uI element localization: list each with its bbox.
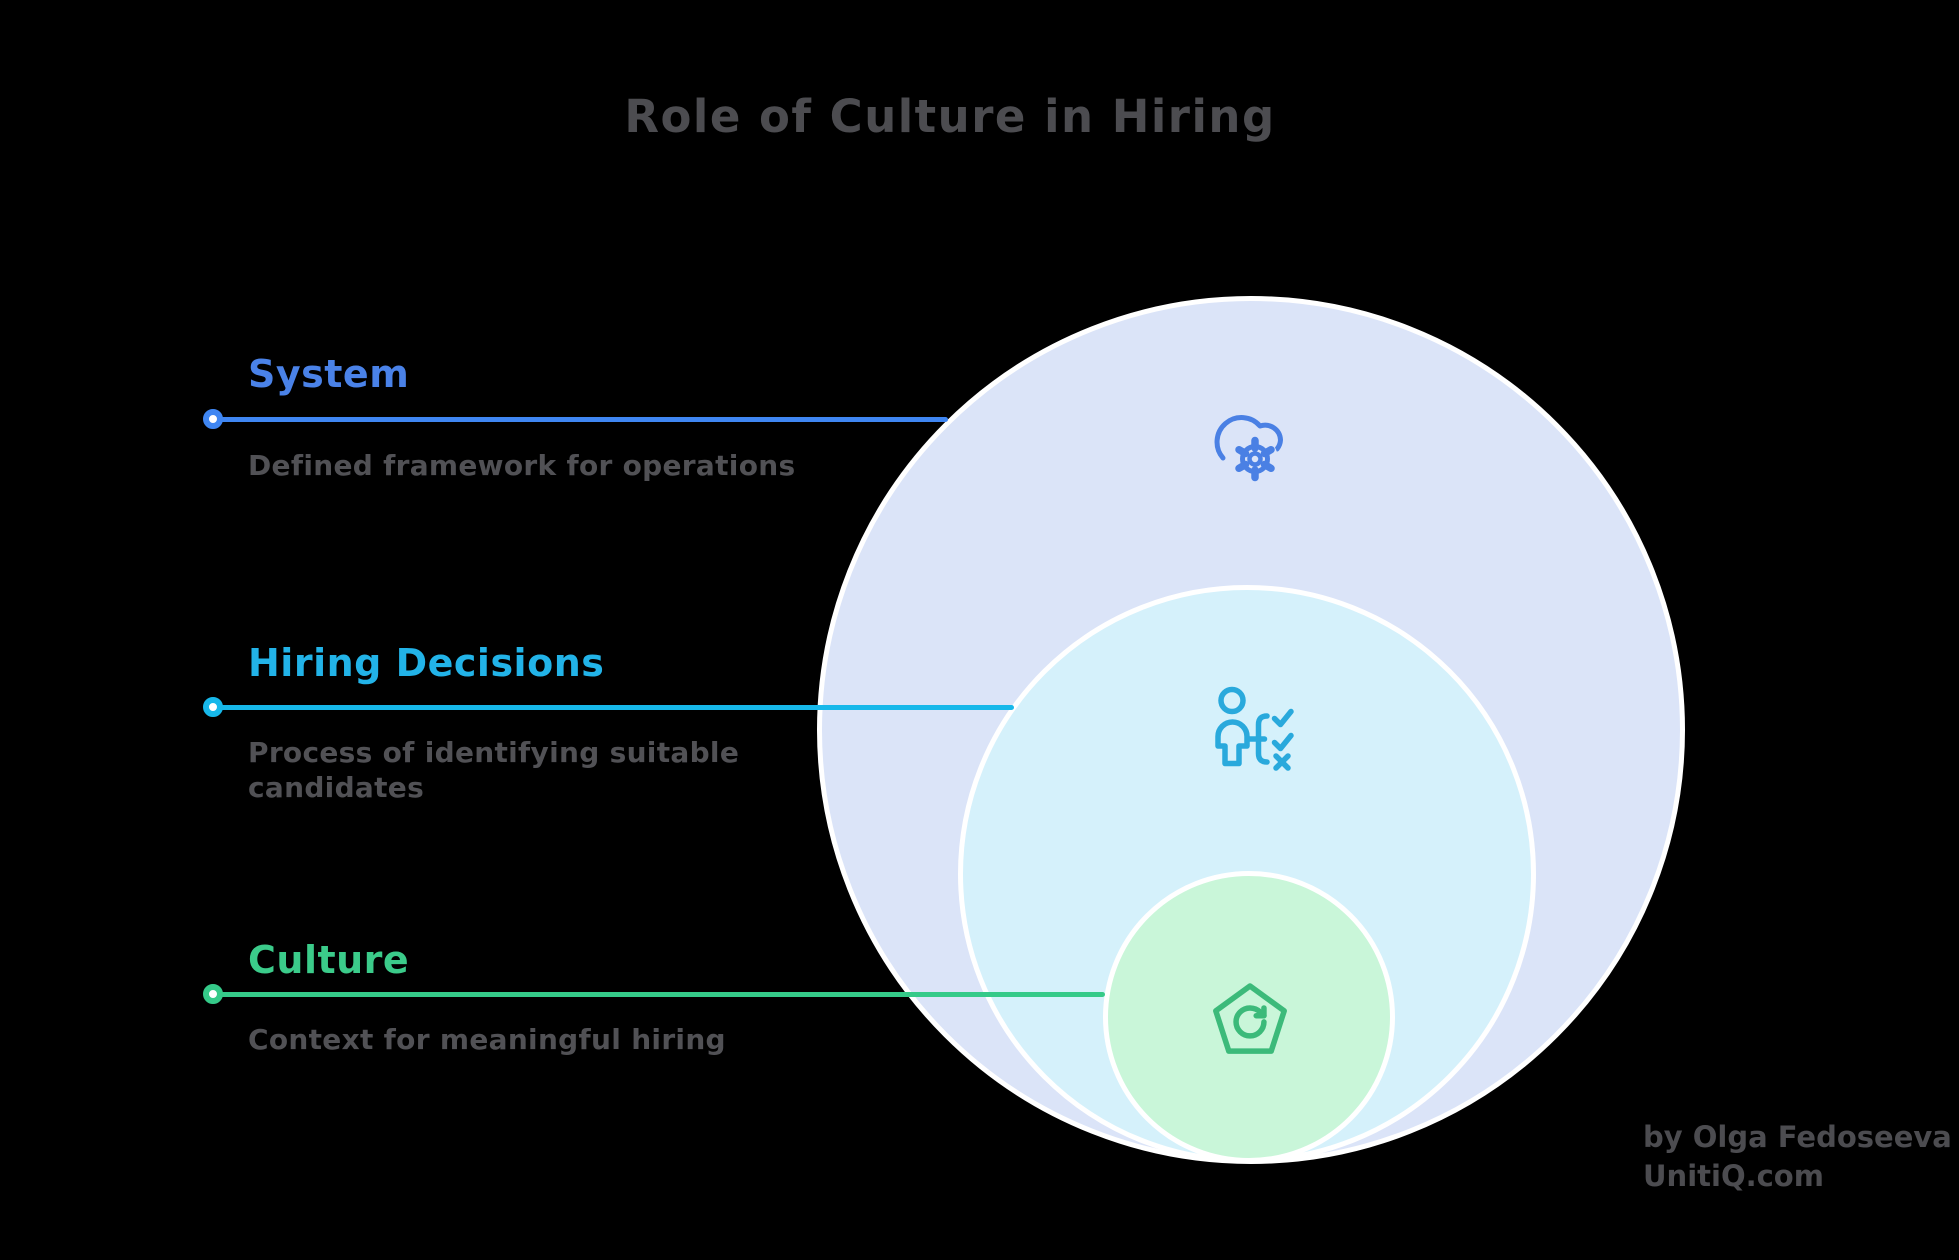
pentagon-refresh-icon: [1213, 983, 1287, 1054]
connector-dot-hiring-decisions: [203, 697, 223, 717]
layer-description-culture: Context for meaningful hiring: [248, 1023, 726, 1056]
layer-description-hiring-decisions: Process of identifying suitable candidat…: [248, 736, 740, 804]
cloud-gear-icon: [1214, 415, 1283, 482]
connector-dot-system: [203, 409, 223, 429]
connector-dot-culture: [203, 984, 223, 1004]
layer-description-system: Defined framework for operations: [248, 449, 796, 482]
person-checklist-icon: [1215, 686, 1294, 771]
circle-culture: [1103, 871, 1395, 1163]
connector-line-culture: [213, 992, 1105, 997]
connector-line-system: [213, 417, 948, 422]
layer-label-culture: Culture: [248, 938, 410, 982]
connector-line-hiring-decisions: [213, 705, 1014, 710]
attribution: by Olga Fedoseeva UnitiQ.com: [1643, 1118, 1952, 1196]
page-title: Role of Culture in Hiring: [624, 90, 1276, 143]
attribution-site: UnitiQ.com: [1643, 1159, 1824, 1194]
attribution-author: by Olga Fedoseeva: [1643, 1120, 1952, 1154]
layer-label-hiring-decisions: Hiring Decisions: [248, 641, 605, 685]
layer-label-system: System: [248, 352, 410, 396]
